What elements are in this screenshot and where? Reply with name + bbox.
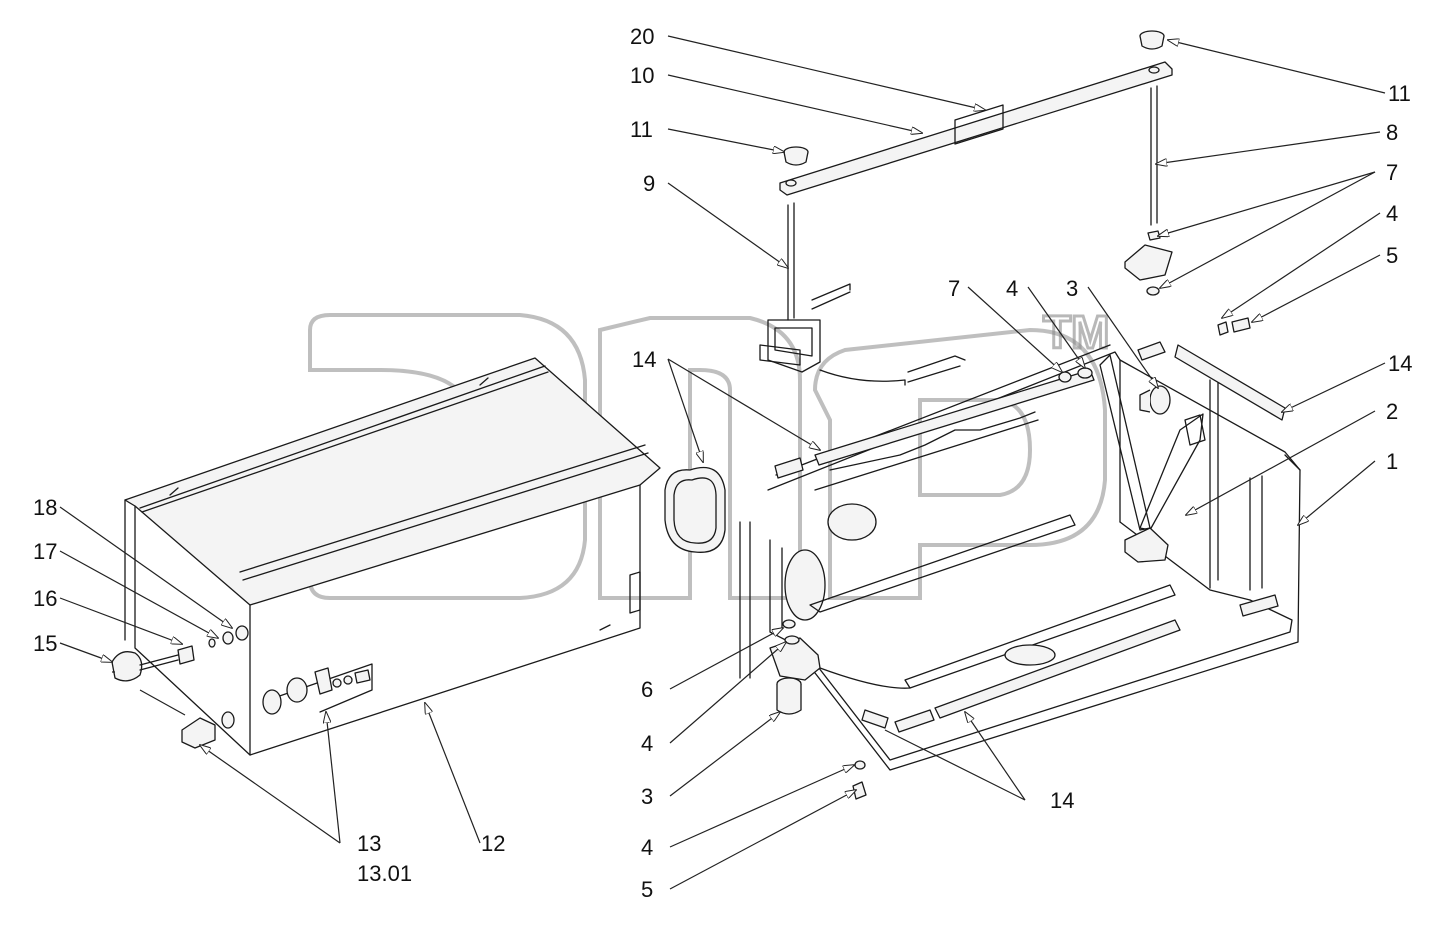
cover-top [124,357,661,606]
rubber-mount-3-lower [776,677,802,715]
washer-4-low [784,635,800,645]
spacer-tube-14-a [814,369,1095,466]
tray-inner-rail [809,514,1076,613]
callout-4: 4 [1386,201,1398,226]
spacer-tube-14-c [934,619,1181,719]
knob-11-left [783,146,809,166]
callout-15: 15 [33,631,57,656]
knob-15 [111,651,143,682]
hook-bracket [759,283,966,386]
left-fasteners [111,625,249,749]
watermark-trademark: TM [1043,306,1109,358]
callout-4: 4 [641,731,653,756]
washer-4-bottom [854,760,866,770]
knob-11-right [1139,30,1165,50]
washer-4-right [1217,321,1229,336]
callout-1: 1 [1386,449,1398,474]
callout-16: 16 [33,586,57,611]
callout-12: 12 [481,831,505,856]
strap-bar-10 [779,61,1173,196]
callout-3: 3 [641,784,653,809]
strap-assembly [779,30,1173,321]
tray-corner-bracket [769,637,821,681]
callout-7: 7 [948,276,960,301]
callout-11: 11 [1388,81,1411,106]
rod-9 [787,202,795,321]
tray-right-wall [1184,374,1219,589]
callout-13-01: 13.01 [357,861,412,886]
tray-vertical-post [1249,475,1263,591]
cover-front [249,484,641,756]
callout-18: 18 [33,495,57,520]
main-tray [739,341,1301,771]
tray-hole-side [784,549,826,621]
tray-hole-back [827,503,877,541]
callout-17: 17 [33,539,57,564]
spacer-16 [177,645,195,665]
callout-11: 11 [630,117,653,142]
tray-foot-mount [1124,527,1169,563]
cover-front-hardware [262,667,371,715]
tray-hardware [776,317,1251,800]
oval-gasket [664,466,726,553]
callout-20: 20 [630,24,654,49]
callout-7: 7 [1386,160,1398,185]
callout-13: 13 [357,831,381,856]
callout-6: 6 [641,677,653,702]
tray-strap-diag [1099,354,1151,531]
callout-14: 14 [1050,788,1074,813]
callout-3: 3 [1066,276,1078,301]
nut-18 [222,631,234,645]
washer-6 [782,619,796,629]
callouts: 20 10 11 9 11 8 7 4 5 7 4 3 14 14 2 1 18… [33,24,1412,902]
callout-5: 5 [641,877,653,902]
callout-14: 14 [1388,351,1412,376]
strap-pad-20 [954,104,1004,145]
spacer-tube-14-b [1174,344,1286,421]
callout-4: 4 [1006,276,1018,301]
washer-7-mid [1058,371,1072,383]
bolt-5-right [1231,317,1251,333]
cover-box [124,357,661,756]
callout-5: 5 [1386,243,1398,268]
rubber-mount-3-upper [1139,385,1171,415]
callout-10: 10 [630,63,654,88]
washer-17 [208,638,216,648]
rod-8 [1150,85,1158,226]
fitting-13 [181,711,235,749]
strap-hole-right [1148,66,1160,74]
bracket-rod-top [1124,244,1173,281]
tray-hole-floor [1004,644,1056,666]
callout-9: 9 [643,171,655,196]
washer-4-mid [1077,367,1093,379]
leader-lines [59,35,1386,890]
vertical-post-left [739,521,751,679]
callout-4: 4 [641,835,653,860]
callout-8: 8 [1386,120,1398,145]
callout-2: 2 [1386,399,1398,424]
washer-4-top [1146,286,1160,296]
callout-14: 14 [632,347,656,372]
strap-hole-left [785,179,797,187]
